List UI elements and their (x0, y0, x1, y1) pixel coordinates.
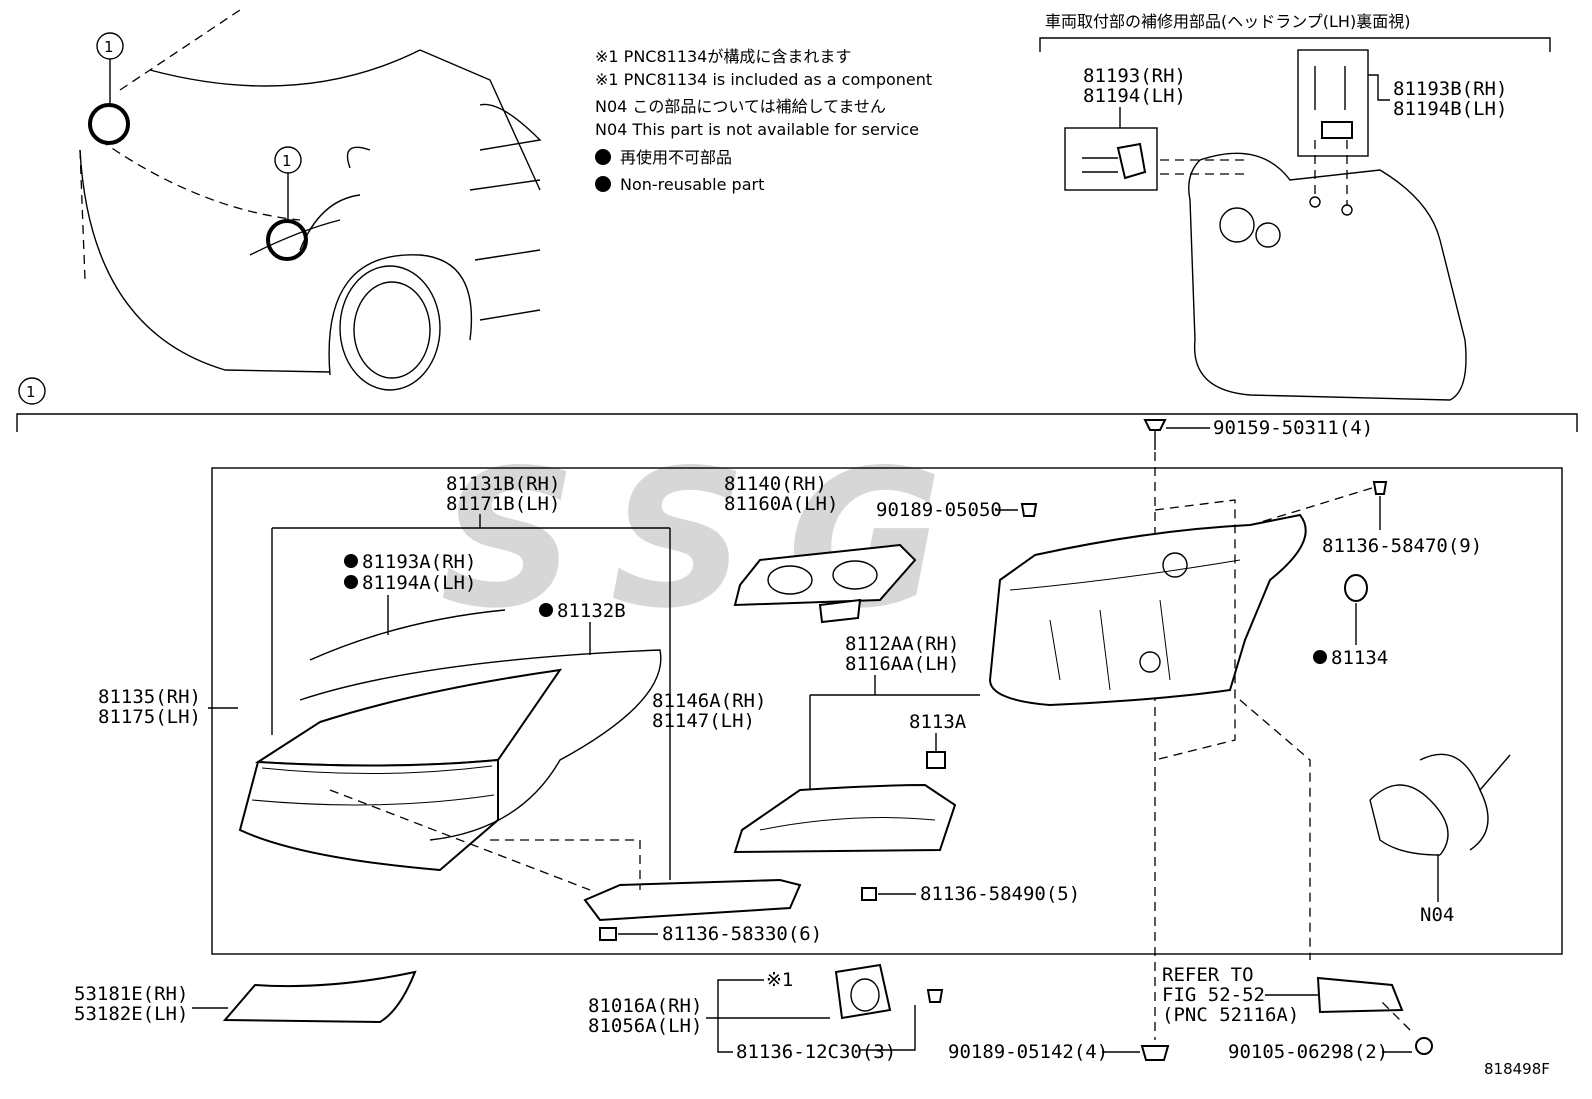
note-2-ja: N04 この部品については補給してません (595, 97, 886, 116)
svg-text:81175(LH): 81175(LH) (98, 706, 201, 728)
svg-text:81016A(RH): 81016A(RH) (588, 995, 702, 1017)
svg-text:81136-12C30(3): 81136-12C30(3) (736, 1041, 896, 1063)
svg-text:90159-50311(4): 90159-50311(4) (1213, 417, 1373, 439)
svg-text:81134: 81134 (1331, 647, 1388, 669)
assembly-frame: 1 (16, 377, 1578, 955)
svg-text:81132B: 81132B (557, 600, 626, 622)
svg-text:1: 1 (26, 383, 36, 401)
notes-block: ※1 PNC81134が構成に含まれます ※1 PNC81134 is incl… (595, 47, 932, 194)
svg-text:1: 1 (282, 152, 292, 170)
svg-text:81193B(RH): 81193B(RH) (1393, 78, 1507, 100)
vehicle-front-sketch (79, 9, 542, 391)
svg-text:(PNC 52116A): (PNC 52116A) (1162, 1004, 1299, 1026)
part-labels: 90159-50311(4) 81131B(RH) 81171B(LH) 811… (74, 417, 1550, 1078)
svg-text:53182E(LH): 53182E(LH) (74, 1003, 188, 1025)
bullet-icon (595, 149, 611, 165)
svg-text:※1: ※1 (766, 969, 793, 991)
svg-text:81147(LH): 81147(LH) (652, 710, 755, 732)
svg-text:53181E(RH): 53181E(RH) (74, 983, 188, 1005)
svg-text:N04: N04 (1420, 904, 1454, 926)
svg-text:81135(RH): 81135(RH) (98, 686, 201, 708)
svg-text:81171B(LH): 81171B(LH) (446, 493, 560, 515)
bullet-icon (595, 176, 611, 192)
svg-text:81146A(RH): 81146A(RH) (652, 690, 766, 712)
inset-title: 車両取付部の補修用部品(ヘッドランプ(LH)裏面視) (1045, 12, 1410, 31)
svg-text:81194B(LH): 81194B(LH) (1393, 98, 1507, 120)
svg-text:81131B(RH): 81131B(RH) (446, 473, 560, 495)
svg-text:90105-06298(2): 90105-06298(2) (1228, 1041, 1388, 1063)
non-reusable-icon (539, 603, 553, 617)
non-reusable-icon (344, 554, 358, 568)
note-3-ja: 再使用不可部品 (620, 148, 732, 167)
svg-text:FIG 52-52: FIG 52-52 (1162, 984, 1265, 1006)
svg-text:REFER TO: REFER TO (1162, 964, 1254, 986)
note-3-en: Non-reusable part (620, 175, 764, 194)
note-1-ja: ※1 PNC81134が構成に含まれます (595, 47, 851, 66)
svg-text:90189-05050: 90189-05050 (876, 499, 1002, 521)
svg-text:81194A(LH): 81194A(LH) (362, 572, 476, 594)
svg-text:81194(LH): 81194(LH) (1083, 85, 1186, 107)
svg-text:81160A(LH): 81160A(LH) (724, 493, 838, 515)
note-1-en: ※1 PNC81134 is included as a component (595, 70, 932, 89)
svg-text:90189-05142(4): 90189-05142(4) (948, 1041, 1108, 1063)
callout-marker-right: 1 (266, 146, 308, 261)
svg-text:81136-58330(6): 81136-58330(6) (662, 923, 822, 945)
svg-text:81056A(LH): 81056A(LH) (588, 1015, 702, 1037)
topright-inset: 車両取付部の補修用部品(ヘッドランプ(LH)裏面視) 81193(RH) 811… (1039, 12, 1551, 401)
svg-text:81193A(RH): 81193A(RH) (362, 551, 476, 573)
non-reusable-icon (344, 575, 358, 589)
svg-text:8112AA(RH): 8112AA(RH) (845, 633, 959, 655)
svg-text:8113A: 8113A (909, 711, 967, 733)
svg-text:81136-58470(9): 81136-58470(9) (1322, 535, 1482, 557)
svg-text:8116AA(LH): 8116AA(LH) (845, 653, 959, 675)
svg-text:81140(RH): 81140(RH) (724, 473, 827, 495)
diagram-id: 818498F (1484, 1060, 1550, 1078)
svg-text:81193(RH): 81193(RH) (1083, 65, 1186, 87)
svg-text:1: 1 (104, 38, 114, 56)
part-sketches (238, 499, 1511, 960)
svg-text:81136-58490(5): 81136-58490(5) (920, 883, 1080, 905)
watermark: SSG (440, 429, 983, 650)
non-reusable-icon (1313, 650, 1327, 664)
callout-marker-left: 1 (88, 32, 130, 145)
note-2-en: N04 This part is not available for servi… (595, 120, 919, 139)
